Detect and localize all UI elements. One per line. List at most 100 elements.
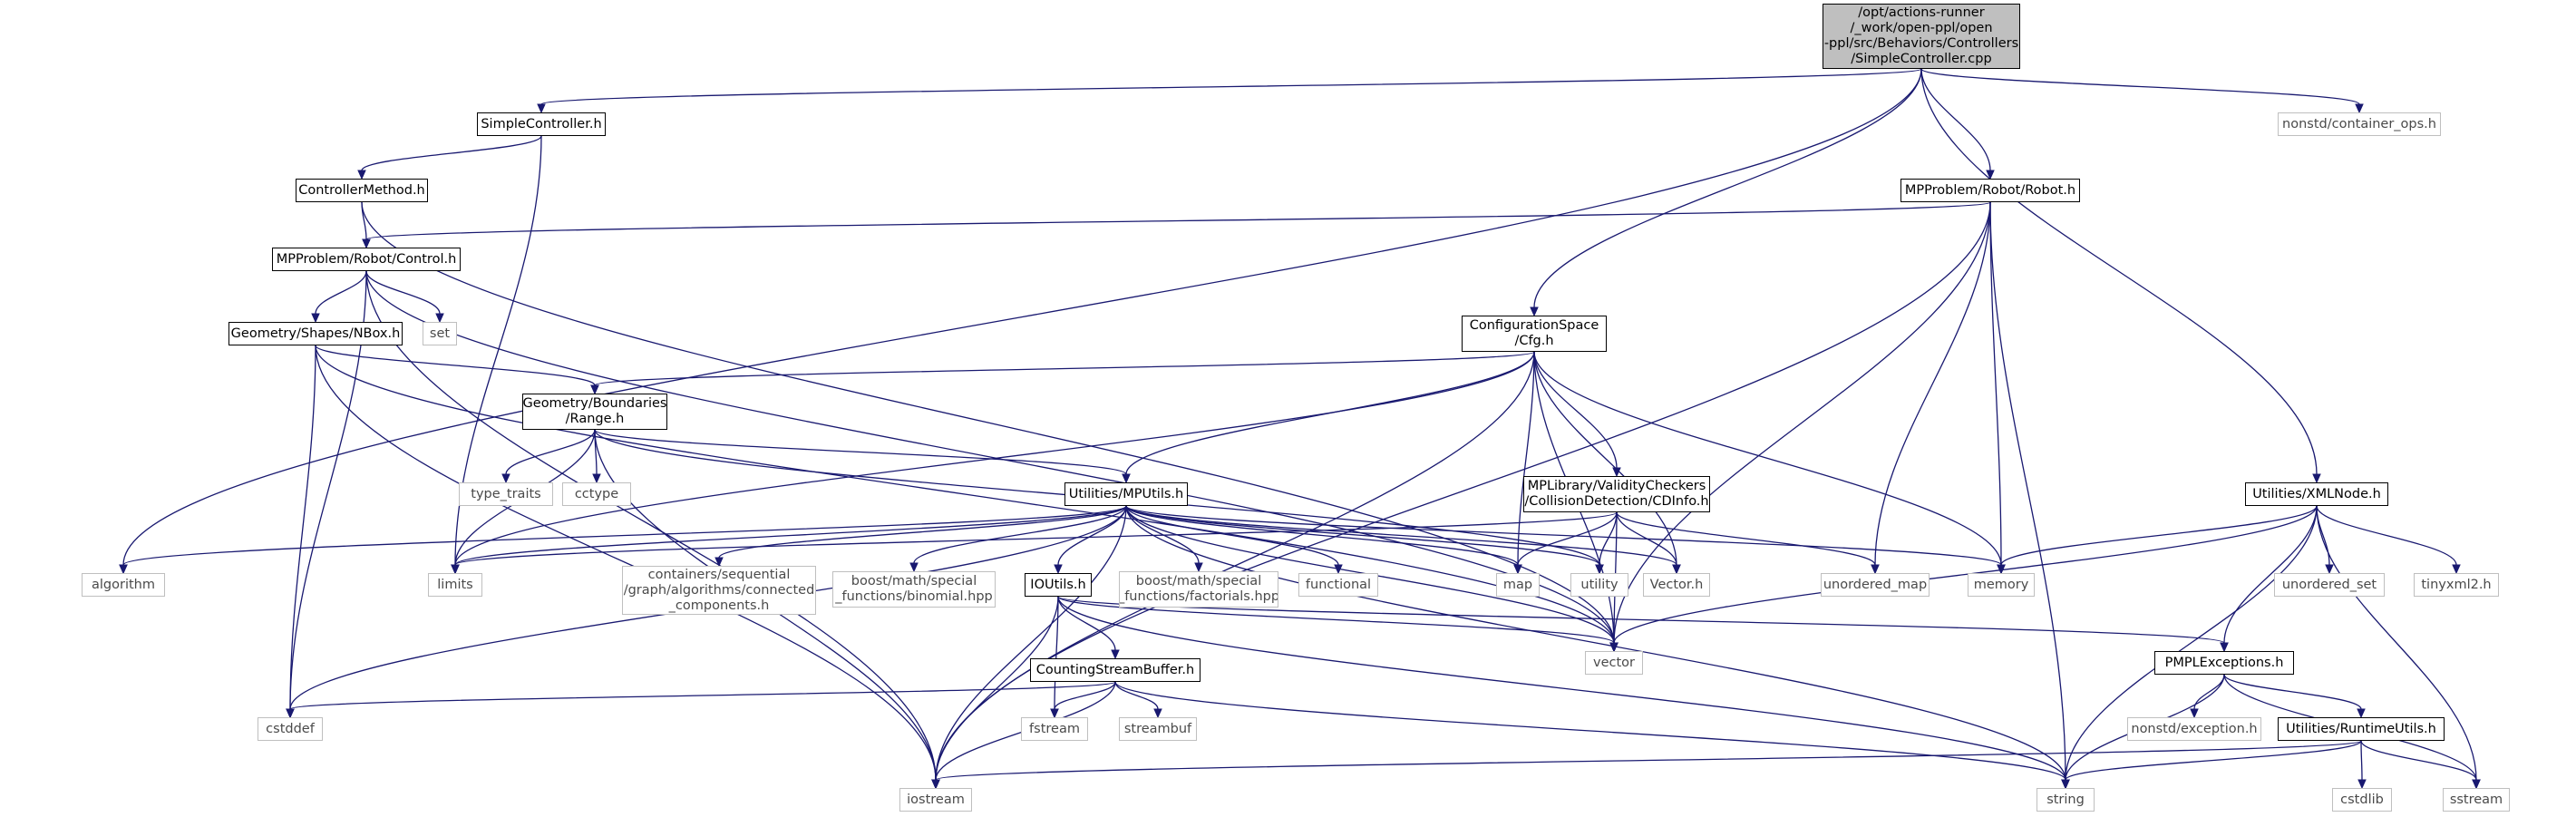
node-container-ops: nonstd/container_ops.h <box>2278 112 2441 136</box>
edge-root-to-cfg-h <box>1533 68 1922 308</box>
edge-arrowhead <box>2472 779 2481 790</box>
edge-arrowhead <box>451 564 460 575</box>
edge-mputils-h-to-binomial <box>913 505 1127 564</box>
edge-mputils-h-to-iostream <box>935 505 1127 781</box>
edge-cfg-h-to-vector-h <box>1533 351 1677 566</box>
node-pmplexceptions-h[interactable]: PMPLExceptions.h <box>2154 651 2294 675</box>
edge-arrowhead <box>435 313 444 324</box>
edge-mputils-h-to-limits <box>454 505 1127 566</box>
edge-nbox-h-to-cstddef <box>289 345 316 710</box>
edge-cdinfo-h-to-utility <box>1599 511 1618 566</box>
node-set: set <box>423 322 457 345</box>
node-cstdlib: cstdlib <box>2332 788 2392 812</box>
edge-robot-h-to-control-h <box>365 201 1991 240</box>
node-factorials: boost/math/special _functions/factorials… <box>1119 571 1278 608</box>
edge-mputils-h-to-utility <box>1125 505 1600 566</box>
node-mputils-h[interactable]: Utilities/MPUtils.h <box>1064 482 1188 506</box>
edge-cdinfo-h-to-unordered-map <box>1616 511 1876 566</box>
edge-mputils-h-to-functional <box>1125 505 1339 566</box>
node-robot-h[interactable]: MPProblem/Robot/Robot.h <box>1900 179 2080 202</box>
edge-arrowhead <box>592 473 601 484</box>
edge-control-h-to-set <box>365 270 441 315</box>
node-connected-components: containers/sequential /graph/algorithms/… <box>622 566 816 615</box>
edge-arrowhead <box>714 557 724 568</box>
edge-cfg-h-to-range-h <box>594 351 1535 386</box>
edge-xmlnode-h-to-memory <box>2000 505 2318 566</box>
edge-xmlnode-h-to-tinyxml2 <box>2316 505 2457 566</box>
edge-arrowhead <box>590 384 599 395</box>
edge-arrowhead <box>1054 564 1063 575</box>
edge-ioutils-h-to-fstream <box>1054 596 1059 710</box>
edge-xmlnode-h-to-sstream <box>2316 505 2477 781</box>
node-cdinfo-h[interactable]: MPLibrary/ValidityCheckers /CollisionDet… <box>1523 476 1710 512</box>
edge-arrowhead <box>501 473 510 484</box>
node-controllermethod-h[interactable]: ControllerMethod.h <box>296 179 428 202</box>
edge-arrowhead <box>2220 642 2229 653</box>
edge-runtimeutils-h-to-cstdlib <box>2360 740 2363 781</box>
edge-pmplexceptions-h-to-nonstd-exception <box>2193 674 2225 710</box>
node-vector: vector <box>1585 651 1643 675</box>
node-iostream: iostream <box>899 788 972 812</box>
edge-runtimeutils-h-to-iostream <box>935 740 2362 781</box>
node-runtimeutils-h[interactable]: Utilities/RuntimeUtils.h <box>2278 717 2445 741</box>
edge-arrowhead <box>1153 708 1162 719</box>
edge-arrowhead <box>931 779 940 790</box>
edge-arrowhead <box>2452 564 2461 575</box>
edge-robot-h-to-vector <box>1613 201 1991 644</box>
edge-arrowhead <box>362 238 371 249</box>
edge-root-to-xmlnode-h <box>1920 68 2318 475</box>
node-algorithm: algorithm <box>82 573 165 597</box>
edge-arrowhead <box>2357 779 2367 790</box>
edge-mputils-h-to-string <box>1125 505 2066 781</box>
node-nbox-h[interactable]: Geometry/Shapes/NBox.h <box>228 322 403 345</box>
edge-arrowhead <box>537 103 546 114</box>
edge-mputils-h-to-connected-components <box>718 505 1127 559</box>
node-memory: memory <box>1968 573 2035 597</box>
edge-mputils-h-to-algorithm <box>122 505 1127 566</box>
edge-cdinfo-h-to-vector-h <box>1616 511 1677 566</box>
edge-ioutils-h-to-iostream <box>935 596 1059 781</box>
edge-robot-h-to-string <box>1989 201 2066 781</box>
edge-xmlnode-h-to-string <box>2065 505 2318 781</box>
edge-range-h-to-mputils-h <box>594 429 1127 475</box>
node-map: map <box>1496 573 1540 597</box>
edge-nbox-h-to-iostream <box>315 345 937 781</box>
edge-arrowhead <box>1986 170 1995 180</box>
node-cfg-h[interactable]: ConfigurationSpace /Cfg.h <box>1462 316 1607 352</box>
node-range-h[interactable]: Geometry/Boundaries /Range.h <box>522 394 667 430</box>
node-unordered-map: unordered_map <box>1821 573 1930 597</box>
node-ioutils-h[interactable]: IOUtils.h <box>1025 573 1092 597</box>
edge-arrowhead <box>1194 562 1203 573</box>
edge-arrowhead <box>1513 564 1522 575</box>
edge-countingstreambuffer-h-to-fstream <box>1054 681 1116 710</box>
edge-runtimeutils-h-to-string <box>2065 740 2362 781</box>
node-countingstreambuffer-h[interactable]: CountingStreamBuffer.h <box>1030 658 1201 682</box>
edge-arrowhead <box>1871 564 1880 575</box>
node-functional: functional <box>1298 573 1378 597</box>
edge-countingstreambuffer-h-to-streambuf <box>1114 681 1159 710</box>
edge-runtimeutils-h-to-sstream <box>2360 740 2477 781</box>
node-root[interactable]: /opt/actions-runner /_work/open-ppl/open… <box>1823 4 2020 69</box>
node-nonstd-exception: nonstd/exception.h <box>2127 717 2261 741</box>
edge-range-h-to-type-traits <box>505 429 596 475</box>
edge-countingstreambuffer-h-to-string <box>1114 681 2066 781</box>
edge-arrowhead <box>2325 564 2334 575</box>
edge-cdinfo-h-to-map <box>1517 511 1618 566</box>
edge-arrowhead <box>909 562 919 573</box>
node-simplecontroller-h[interactable]: SimpleController.h <box>477 112 606 136</box>
edge-mputils-h-to-memory <box>1125 505 2002 566</box>
node-control-h[interactable]: MPProblem/Robot/Control.h <box>272 248 461 271</box>
edge-arrowhead <box>311 313 320 324</box>
edge-xmlnode-h-to-pmplexceptions-h <box>2223 505 2318 644</box>
node-binomial: boost/math/special _functions/binomial.h… <box>832 571 996 608</box>
edge-root-to-container-ops <box>1920 68 2360 105</box>
edge-root-to-simplecontroller-h <box>540 68 1922 105</box>
edge-arrowhead <box>2357 708 2366 719</box>
edge-control-h-to-iostream <box>365 270 937 781</box>
node-cctype: cctype <box>562 482 631 506</box>
edge-arrowhead <box>2312 473 2321 484</box>
node-string: string <box>2036 788 2095 812</box>
edge-nbox-h-to-range-h <box>315 345 596 386</box>
node-xmlnode-h[interactable]: Utilities/XMLNode.h <box>2245 482 2388 506</box>
